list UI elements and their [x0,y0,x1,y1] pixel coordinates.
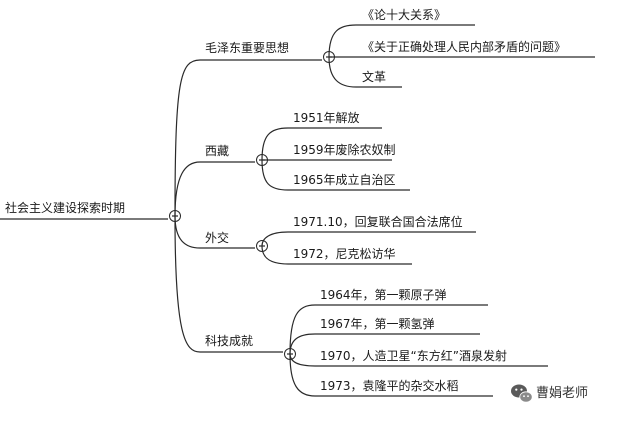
leaf-node[interactable]: 《关于正确处理人民内部矛盾的问题》 [329,39,595,58]
leaf-label: 1971.10，回复联合国合法席位 [293,214,463,229]
leaf-label: 1970，人造卫星“东方红”酒泉发射 [320,348,507,363]
leaf-node[interactable]: 1971.10，回复联合国合法席位 [261,214,476,247]
branch-label: 西藏 [205,144,229,158]
leaf-node[interactable]: 《论十大关系》 [328,8,475,58]
leaf-node[interactable]: 文革 [328,56,402,88]
leaf-node[interactable]: 1959年废除农奴制 [262,142,396,161]
leaf-label: 文革 [362,69,386,84]
leaf-label: 《论十大关系》 [362,8,446,22]
branch-node[interactable]: 西藏 [174,144,255,217]
leaf-node[interactable]: 1965年成立自治区 [261,159,410,191]
leaf-label: 1972，尼克松访华 [293,247,396,261]
branch-label: 科技成就 [205,334,253,348]
leaf-label: 1967年，第一颗氢弹 [320,316,435,331]
leaf-label: 《关于正确处理人民内部矛盾的问题》 [362,39,566,54]
watermark-text: 曹娟老师 [536,386,588,401]
leaf-node[interactable]: 1970，人造卫星“东方红”酒泉发射 [289,348,548,367]
root-label: 社会主义建设探索时期 [5,200,125,215]
root-node[interactable]: 社会主义建设探索时期 [0,200,168,220]
leaf-label: 1965年成立自治区 [293,172,396,187]
branch-label: 外交 [205,230,229,245]
leaf-node[interactable]: 1951年解放 [261,110,382,161]
leaf-label: 1959年废除农奴制 [293,142,396,157]
leaf-label: 1973，袁隆平的杂交水稻 [320,378,459,393]
leaf-node[interactable]: 1967年，第一颗氢弹 [289,316,480,355]
leaf-label: 1964年，第一颗原子弹 [320,288,447,302]
leaf-node[interactable]: 1973，袁隆平的杂交水稻 [289,353,493,397]
branch-label: 毛泽东重要思想 [205,40,289,55]
leaf-node[interactable]: 1972，尼克松访华 [261,245,412,265]
leaf-label: 1951年解放 [293,110,360,125]
branch-node[interactable]: 毛泽东重要思想 [174,40,322,217]
leaf-node[interactable]: 1964年，第一颗原子弹 [289,288,488,355]
branch-node[interactable]: 科技成就 [174,215,283,353]
watermark: 曹娟老师 [511,384,588,403]
wechat-icon [511,384,533,403]
branch-node[interactable]: 外交 [174,215,255,249]
